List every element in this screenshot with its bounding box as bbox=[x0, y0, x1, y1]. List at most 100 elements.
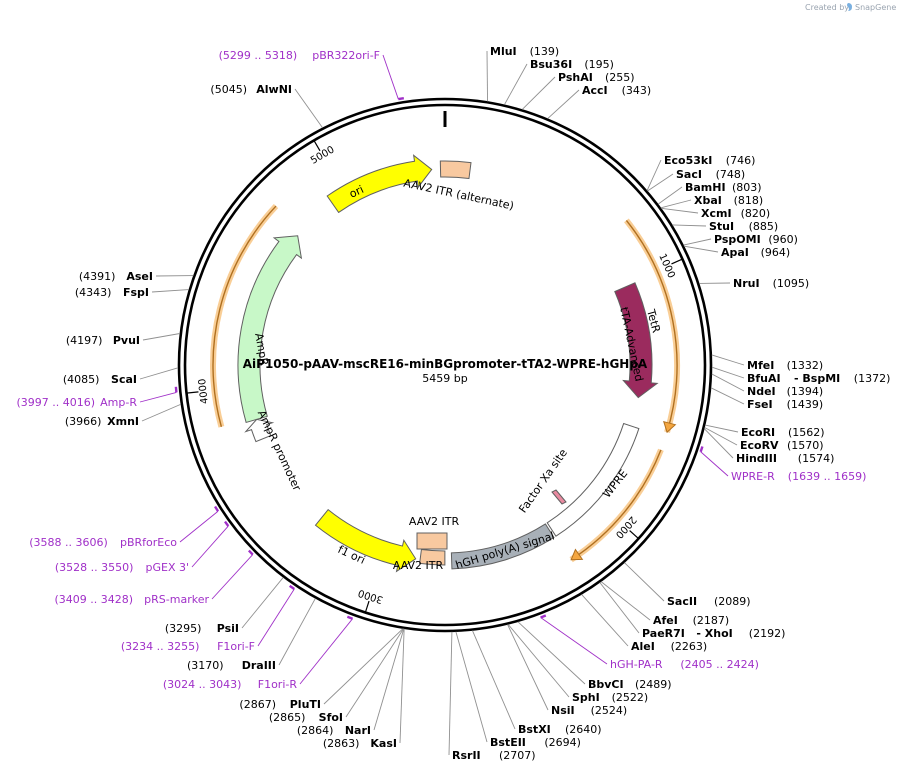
site-name: FseI bbox=[747, 398, 773, 411]
site-name: SfoI bbox=[319, 711, 343, 724]
site-SphI[interactable]: SphI(2522) bbox=[572, 691, 648, 704]
feature-hgh[interactable] bbox=[450, 523, 555, 570]
site-FspI[interactable]: FspI(4343) bbox=[75, 286, 149, 299]
site-name: BamHI bbox=[685, 181, 726, 194]
site-leader bbox=[323, 628, 404, 705]
site-AccI[interactable]: AccI(343) bbox=[582, 84, 651, 97]
site-PluTI[interactable]: PluTI(2867) bbox=[239, 698, 321, 711]
feature-itr2[interactable] bbox=[416, 532, 448, 550]
site-StuI[interactable]: StuI(885) bbox=[709, 220, 778, 233]
site-position: (818) bbox=[734, 194, 764, 207]
site-PvuI[interactable]: PvuI(4197) bbox=[66, 334, 140, 347]
site-XcmI[interactable]: XcmI(820) bbox=[701, 207, 770, 220]
site-BbvCI[interactable]: BbvCI (2489) bbox=[588, 678, 672, 691]
site-leader bbox=[711, 366, 745, 379]
site-position: (3966) bbox=[65, 415, 102, 428]
site-NsiI[interactable]: NsiI(2524) bbox=[551, 704, 627, 717]
site-MfeI[interactable]: MfeI(1332) bbox=[747, 359, 823, 372]
feature-ampr[interactable] bbox=[237, 235, 303, 424]
site-HindIII[interactable]: HindIII(1574) bbox=[736, 452, 834, 465]
site-NruI[interactable]: NruI(1095) bbox=[733, 277, 809, 290]
feature-ori[interactable] bbox=[326, 154, 433, 214]
site-SfoI[interactable]: SfoI(2865) bbox=[269, 711, 343, 724]
site-position: (803) bbox=[732, 181, 762, 194]
site-AlwNI[interactable]: AlwNI(5045) bbox=[210, 83, 292, 96]
site-BamHI[interactable]: BamHI (803) bbox=[685, 181, 762, 194]
site-FseI[interactable]: FseI (1439) bbox=[747, 398, 823, 411]
site-position: (1574) bbox=[798, 452, 835, 465]
site-leader bbox=[448, 631, 453, 756]
feature-f1ori[interactable] bbox=[314, 508, 417, 573]
site-position: (4085) bbox=[63, 373, 100, 386]
site-leader bbox=[241, 577, 284, 629]
site-MluI[interactable]: MluI(139) bbox=[490, 45, 559, 58]
primer-Amp-R[interactable]: Amp-R(3997 .. 4016) bbox=[16, 396, 137, 409]
site-BfuAI[interactable]: BfuAI- BspMI(1372) bbox=[747, 372, 890, 385]
primer-F1ori-F[interactable]: F1ori-F(3234 .. 3255) bbox=[121, 640, 255, 653]
site-PsiI[interactable]: PsiI(3295) bbox=[165, 622, 239, 635]
site-AfeI[interactable]: AfeI(2187) bbox=[653, 614, 729, 627]
primer-leader bbox=[211, 554, 254, 600]
site-XbaI[interactable]: XbaI(818) bbox=[694, 194, 763, 207]
site-name: PaeR7I bbox=[642, 627, 685, 640]
primer-leader bbox=[700, 451, 729, 477]
feature-wpre[interactable] bbox=[546, 422, 640, 537]
site-leader bbox=[373, 628, 405, 731]
site-position: (1394) bbox=[787, 385, 824, 398]
site-name: AlwNI bbox=[256, 83, 292, 96]
primer-range: (3997 .. 4016) bbox=[16, 396, 95, 409]
plasmid-name: AiP1050-pAAV-mscRE16-minBGpromoter-tTA2-… bbox=[243, 357, 648, 371]
site-AleI[interactable]: AleI(2263) bbox=[631, 640, 707, 653]
site-position: (2489) bbox=[635, 678, 672, 691]
site-PaeR7I[interactable]: PaeR7I- XhoI(2192) bbox=[642, 627, 785, 640]
site-ScaI[interactable]: ScaI(4085) bbox=[63, 373, 137, 386]
site-leader bbox=[455, 631, 488, 743]
feature-tetr[interactable] bbox=[614, 282, 659, 399]
primer-pGEX-3[interactable]: pGEX 3'(3528 .. 3550) bbox=[55, 561, 189, 574]
tick-label: 3000 bbox=[357, 587, 385, 605]
gene-bands bbox=[210, 204, 680, 563]
site-PspOMI[interactable]: PspOMI(960) bbox=[714, 233, 798, 246]
site-name: PsiI bbox=[217, 622, 239, 635]
site-NarI[interactable]: NarI(2864) bbox=[297, 724, 371, 737]
site-EcoRV[interactable]: EcoRV(1570) bbox=[740, 439, 824, 452]
site-position: (2864) bbox=[297, 724, 334, 737]
site-SacII[interactable]: SacII(2089) bbox=[667, 595, 751, 608]
tick-mark bbox=[671, 258, 683, 265]
primer-name: pBRforEco bbox=[120, 536, 177, 549]
site-NdeI[interactable]: NdeI(1394) bbox=[747, 385, 823, 398]
site-PshAI[interactable]: PshAI(255) bbox=[558, 71, 635, 84]
primer-pRS-marker[interactable]: pRS-marker(3409 .. 3428) bbox=[54, 593, 209, 606]
site-leader bbox=[504, 63, 528, 105]
site-leader bbox=[151, 289, 189, 293]
label-itr-alt: AAV2 ITR (alternate) bbox=[402, 177, 515, 213]
site-leader bbox=[711, 373, 745, 392]
feature-ampr-promoter[interactable] bbox=[244, 418, 275, 443]
feature-itr-alt[interactable] bbox=[439, 160, 472, 180]
site-Eco53kI[interactable]: Eco53kI(746) bbox=[664, 154, 755, 167]
site-name: AfeI bbox=[653, 614, 678, 627]
site-DraIII[interactable]: DraIII(3170) bbox=[187, 659, 276, 672]
site-SacI[interactable]: SacI(748) bbox=[676, 168, 745, 181]
feature-factor-xa[interactable] bbox=[551, 489, 567, 505]
band-wpre-hgh-core bbox=[570, 449, 662, 561]
primer-F1ori-R[interactable]: F1ori-R(3024 .. 3043) bbox=[163, 678, 298, 691]
site-RsrII[interactable]: RsrII(2707) bbox=[452, 749, 536, 762]
site-position: (1439) bbox=[787, 398, 824, 411]
primer-hGH-PA-R[interactable]: hGH-PA-R(2405 .. 2424) bbox=[610, 658, 759, 671]
site-XmnI[interactable]: XmnI(3966) bbox=[65, 415, 139, 428]
site-ApaI[interactable]: ApaI(964) bbox=[721, 246, 790, 259]
site-name: BbvCI bbox=[588, 678, 624, 691]
site-Bsu36I[interactable]: Bsu36I(195) bbox=[530, 58, 614, 71]
site-name: StuI bbox=[709, 220, 734, 233]
primer-pBRforEco[interactable]: pBRforEco(3588 .. 3606) bbox=[29, 536, 177, 549]
primer-WPRE-R[interactable]: WPRE-R(1639 .. 1659) bbox=[731, 470, 866, 483]
label-hgh: hGH poly(A) signal bbox=[454, 529, 556, 571]
site-AseI[interactable]: AseI(4391) bbox=[79, 270, 153, 283]
primer-pBR322ori-F[interactable]: pBR322ori-F(5299 .. 5318) bbox=[219, 49, 380, 62]
site-KasI[interactable]: KasI(2863) bbox=[323, 737, 397, 750]
site-BstXI[interactable]: BstXI(2640) bbox=[518, 723, 602, 736]
site-EcoRI[interactable]: EcoRI(1562) bbox=[741, 426, 825, 439]
site-BstEII[interactable]: BstEII(2694) bbox=[490, 736, 581, 749]
site-name: SacI bbox=[676, 168, 702, 181]
